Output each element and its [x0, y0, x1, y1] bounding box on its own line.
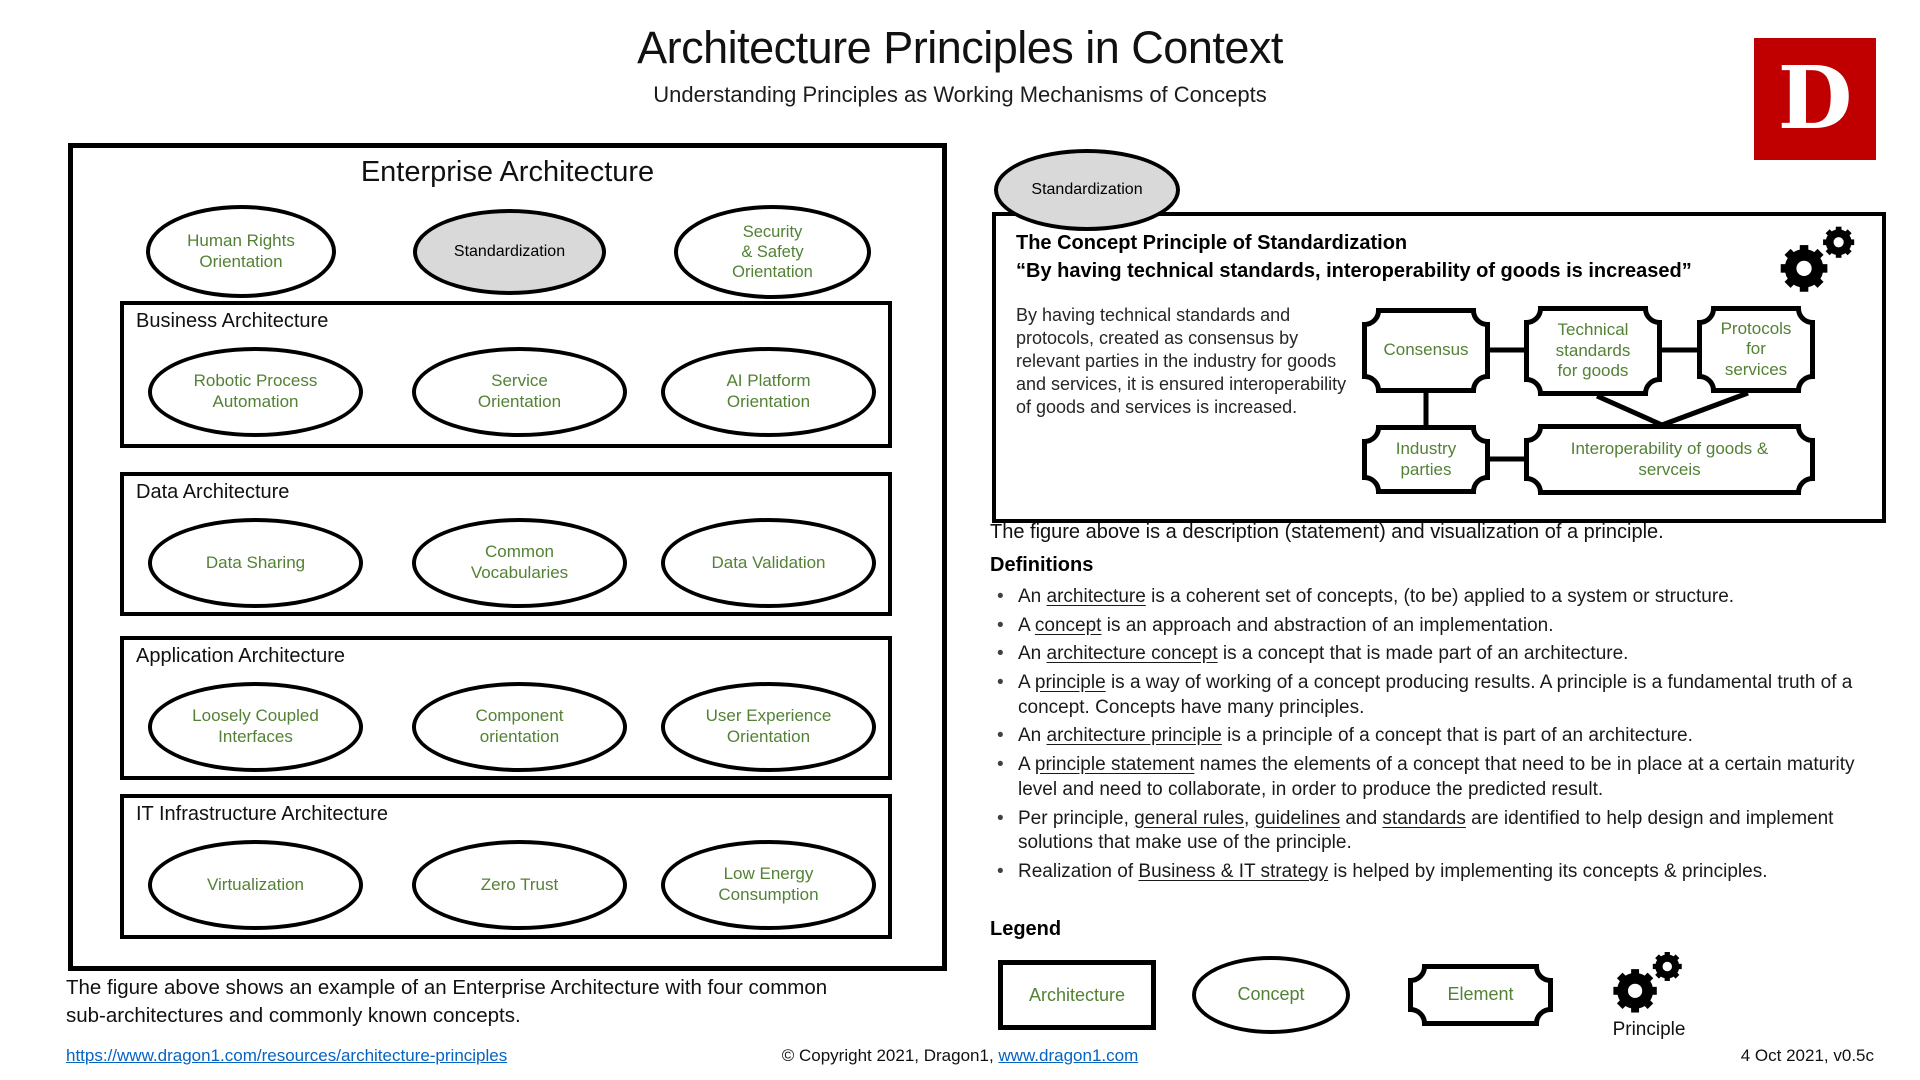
concept-standardization: Standardization — [413, 209, 606, 295]
concept-human-rights-orientation: Human Rights Orientation — [146, 205, 336, 298]
legend-principle-label: Principle — [1612, 1019, 1686, 1040]
definition-item: Realization of Business & IT strategy is… — [990, 860, 1890, 885]
legend-row: Architecture Concept Element Principle — [990, 949, 1689, 1041]
legend-heading: Legend — [990, 918, 1062, 940]
concept-component-orientation: Component orientation — [412, 682, 627, 772]
concept-standardization-right: Standardization — [994, 149, 1180, 231]
element-industry-parties-label: Industry parties — [1395, 439, 1457, 479]
concept-loosely-coupled-interfaces: Loosely Coupled Interfaces — [148, 682, 363, 772]
element-protocols: Protocols for services — [1697, 306, 1815, 393]
version-date: 4 Oct 2021, v0.5c — [1740, 1046, 1874, 1065]
element-technical-standards: Technical standards for goods — [1524, 306, 1662, 396]
logo-letter: D — [1777, 48, 1853, 149]
concept-user-experience-orientation: User Experience Orientation — [661, 682, 876, 772]
business-architecture-box: Business Architecture Robotic Process Au… — [120, 301, 892, 448]
definition-item: Per principle, general rules, guidelines… — [990, 807, 1890, 856]
definition-item: A principle statement names the elements… — [990, 753, 1890, 802]
resources-link[interactable]: https://www.dragon1.com/resources/archit… — [66, 1046, 508, 1065]
concept-service-orientation: Service Orientation — [412, 347, 627, 437]
data-architecture-box: Data Architecture Data Sharing Common Vo… — [120, 472, 892, 616]
element-technical-standards-label: Technical standards for goods — [1555, 320, 1631, 381]
element-consensus: Consensus — [1362, 308, 1490, 393]
element-consensus-label: Consensus — [1383, 340, 1469, 360]
connector-lines — [1423, 347, 1749, 462]
data-architecture-title: Data Architecture — [136, 481, 290, 503]
concept-data-sharing: Data Sharing — [148, 518, 363, 608]
definition-item: An architecture principle is a principle… — [990, 724, 1890, 749]
it-infrastructure-architecture-box: IT Infrastructure Architecture Virtualiz… — [120, 794, 892, 939]
concept-common-vocabularies: Common Vocabularies — [412, 518, 627, 608]
concept-security-safety-orientation: Security & Safety Orientation — [674, 205, 871, 299]
element-interoperability-label: Interoperability of goods & servceis — [1570, 439, 1769, 479]
definitions-heading: Definitions — [990, 554, 1094, 576]
copyright-text: © Copyright 2021, Dragon1, — [781, 1046, 999, 1065]
concept-zero-trust: Zero Trust — [412, 840, 627, 930]
copyright: © Copyright 2021, Dragon1, www.dragon1.c… — [782, 1046, 1139, 1066]
principle-gears-icon — [1780, 226, 1855, 292]
principle-box: The Concept Principle of Standardization… — [992, 212, 1886, 523]
definition-item: An architecture is a coherent set of con… — [990, 585, 1890, 610]
definitions-list: An architecture is a coherent set of con… — [990, 585, 1890, 885]
enterprise-architecture-caption: The figure above shows an example of an … — [66, 976, 828, 1027]
element-industry-parties: Industry parties — [1362, 425, 1490, 494]
concept-data-validation: Data Validation — [661, 518, 876, 608]
legend: Legend Architecture Concept Element Prin… — [990, 918, 1689, 1041]
definition-item: An architecture concept is a concept tha… — [990, 642, 1890, 667]
principle-quote: “By having technical standards, interope… — [1016, 260, 1692, 282]
concept-robotic-process-automation: Robotic Process Automation — [148, 347, 363, 437]
legend-principle-item: Principle — [1609, 949, 1689, 1041]
element-protocols-label: Protocols for services — [1720, 318, 1792, 379]
legend-principle-gears-icon — [1613, 952, 1682, 1013]
principle-heading: The Concept Principle of Standardization — [1016, 232, 1408, 254]
concept-ai-platform-orientation: AI Platform Orientation — [661, 347, 876, 437]
dragon1-link[interactable]: www.dragon1.com — [998, 1046, 1139, 1065]
concept-virtualization: Virtualization — [148, 840, 363, 930]
page-subtitle: Understanding Principles as Working Mech… — [653, 82, 1267, 107]
definition-item: A principle is a way of working of a con… — [990, 671, 1890, 720]
legend-element-shape: Element — [1408, 964, 1553, 1026]
legend-element-label: Element — [1447, 984, 1514, 1005]
page-title: Architecture Principles in Context — [637, 22, 1283, 73]
application-architecture-box: Application Architecture Loosely Coupled… — [120, 636, 892, 780]
enterprise-architecture-box: Enterprise Architecture Human Rights Ori… — [68, 143, 947, 971]
dragon1-logo: D — [1754, 38, 1876, 160]
enterprise-architecture-title: Enterprise Architecture — [360, 156, 655, 188]
concept-low-energy-consumption: Low Energy Consumption — [661, 840, 876, 930]
principle-statement: By having technical standards and protoc… — [1016, 305, 1347, 418]
element-interoperability: Interoperability of goods & servceis — [1524, 424, 1815, 495]
business-architecture-title: Business Architecture — [136, 310, 329, 332]
principle-caption: The figure above is a description (state… — [990, 521, 1664, 543]
application-architecture-title: Application Architecture — [136, 645, 346, 667]
legend-architecture-shape: Architecture — [998, 960, 1156, 1030]
it-infrastructure-architecture-title: IT Infrastructure Architecture — [136, 803, 388, 825]
legend-concept-shape: Concept — [1192, 956, 1350, 1034]
principle-visualization: Consensus Technical standards for goods … — [1360, 303, 1820, 503]
definitions-section: Definitions An architecture is a coheren… — [990, 554, 1890, 889]
definition-item: A concept is an approach and abstraction… — [990, 614, 1890, 639]
